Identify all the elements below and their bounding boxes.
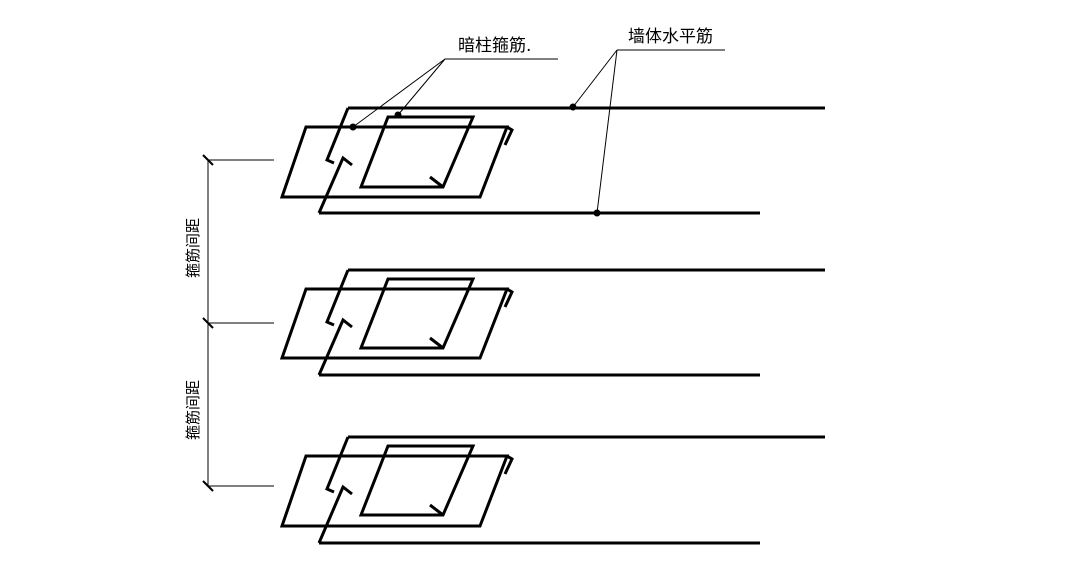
wall-bar-outer-stirrup-return xyxy=(317,317,353,376)
column-stirrup-outer xyxy=(279,454,510,528)
column-stirrup-label: 暗柱箍筋. xyxy=(458,36,531,56)
wall-bar-outer-stirrup xyxy=(325,436,350,494)
leader-wall-horizontal-bar: 墙体水平筋 xyxy=(569,27,725,217)
stirrup-spacing-label-lower: 箍筋间距 xyxy=(184,380,202,440)
leader-dot xyxy=(593,209,601,217)
leader-dot xyxy=(349,123,357,131)
dimension-tick xyxy=(202,480,214,492)
stirrup-spacing-label-upper: 箍筋间距 xyxy=(184,218,202,278)
wall-horizontal-bar-label: 墙体水平筋 xyxy=(628,27,713,47)
column-stirrup-inner-hook xyxy=(429,175,444,189)
column-stirrup-outer-hook xyxy=(503,287,514,308)
leader-dot xyxy=(394,111,402,119)
column-stirrup-outer xyxy=(279,287,510,360)
leader-column-stirrup: 暗柱箍筋. xyxy=(349,36,558,131)
dimension-tick xyxy=(202,154,214,166)
wall-bar-outer-stirrup xyxy=(325,269,350,327)
wall-bar-outer-stirrup xyxy=(325,107,350,165)
stirrup-spacing-dimension: 箍筋间距 箍筋间距 xyxy=(184,154,274,492)
wall-bar-outer-stirrup-return xyxy=(317,484,353,544)
stirrup-layer-1 xyxy=(279,106,825,215)
column-stirrup-inner-hook xyxy=(429,336,444,350)
stirrup-layer-2 xyxy=(279,268,825,377)
wall-bar-outer-stirrup-return xyxy=(317,155,353,214)
column-stirrup-outer-hook xyxy=(503,125,514,146)
leader-line xyxy=(397,58,446,116)
stirrup-layer-3 xyxy=(279,435,825,545)
dimension-tick xyxy=(202,317,214,329)
column-stirrup-outer xyxy=(279,125,510,199)
leader-line xyxy=(352,58,446,128)
leader-line xyxy=(596,49,618,214)
leader-dot xyxy=(569,103,577,111)
column-stirrup-outer-hook xyxy=(503,454,514,475)
leader-line xyxy=(572,49,618,108)
column-stirrup-inner-hook xyxy=(429,503,444,517)
